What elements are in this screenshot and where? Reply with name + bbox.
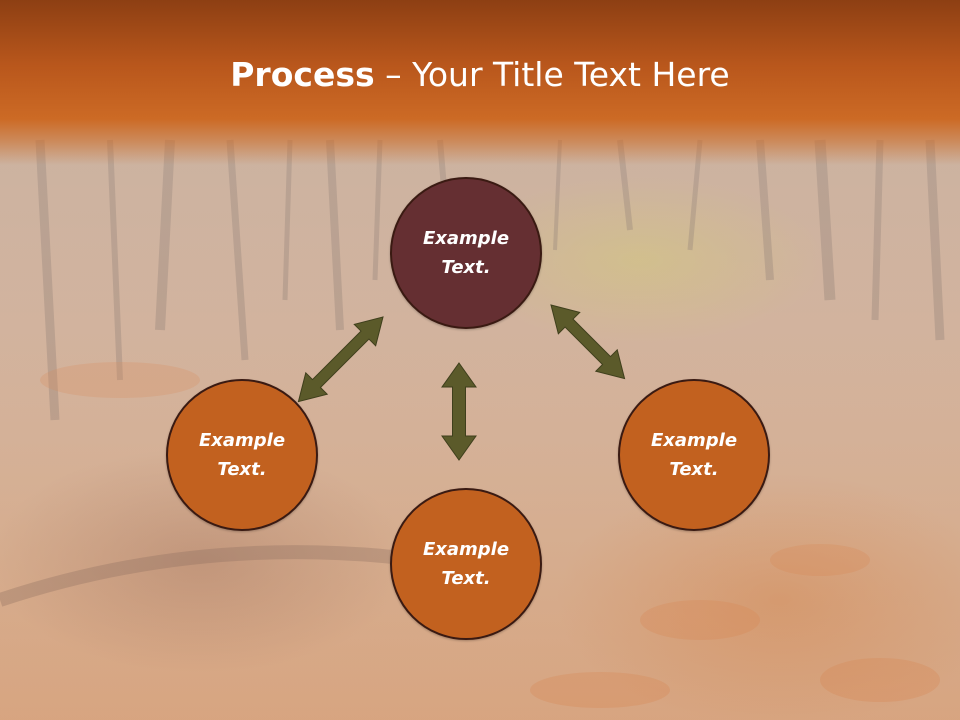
slide-title: Process – Your Title Text Here xyxy=(0,54,960,96)
double-arrow-top-left xyxy=(297,316,384,403)
process-node-bottom: Example Text. xyxy=(390,488,542,640)
double-arrow-top-bottom xyxy=(441,362,477,461)
node-top-label: Example Text. xyxy=(422,228,510,278)
title-rest: – Your Title Text Here xyxy=(374,55,730,94)
node-left-label: Example Text. xyxy=(198,430,286,480)
node-right-label: Example Text. xyxy=(650,430,738,480)
node-bottom-label: Example Text. xyxy=(422,539,510,589)
process-node-right: Example Text. xyxy=(618,379,770,531)
process-node-left: Example Text. xyxy=(166,379,318,531)
process-node-top: Example Text. xyxy=(390,177,542,329)
double-arrow-top-right xyxy=(550,304,626,380)
title-bar xyxy=(0,0,960,165)
title-bold: Process xyxy=(230,55,375,94)
